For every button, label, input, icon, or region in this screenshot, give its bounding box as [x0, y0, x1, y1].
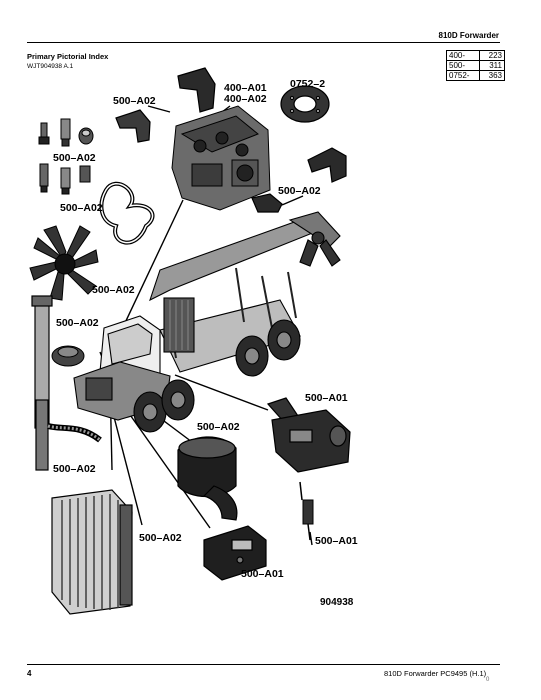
forwarder-machine [73, 211, 341, 433]
footer-rule [27, 664, 500, 665]
leader-line [147, 105, 171, 113]
callout-label: 500–A02 [139, 532, 182, 544]
leader-line [309, 531, 313, 546]
callout-label: 400–A01 [224, 82, 267, 94]
callout-label: 500–A02 [197, 421, 240, 433]
air-intake-elbow [177, 436, 238, 521]
callout-label: 500–A01 [315, 535, 358, 547]
footer-text: 810D Forwarder PC9495 (H.1) [384, 669, 487, 678]
wheel [267, 319, 301, 361]
footer-page-number: 4 [27, 669, 32, 678]
callout-label: 400–A02 [224, 93, 267, 105]
callout-label: 500–A01 [241, 568, 284, 580]
wheel [161, 379, 195, 421]
sensor-parts [38, 118, 94, 195]
callout-label: 500–A02 [113, 95, 156, 107]
callout-label: 500–A02 [56, 317, 99, 329]
callout-label: 500–A02 [53, 152, 96, 164]
wheel [235, 335, 269, 377]
callout-label: 500–A02 [278, 185, 321, 197]
drive-belt [99, 181, 155, 245]
section-code: WJT904938 A.1 [27, 63, 74, 70]
wheel [133, 391, 167, 433]
radiator [51, 489, 133, 615]
callout-label: 500–A01 [305, 392, 348, 404]
callout-label: 0752–2 [290, 78, 326, 90]
leader-line [115, 199, 184, 343]
document-header-title: 810D Forwarder [438, 31, 499, 40]
index-row: 0752- 363 [446, 70, 505, 81]
header-rule [27, 42, 500, 43]
engine-block [171, 105, 271, 211]
index-page: 363 [479, 70, 505, 81]
figure-number: 904938 [320, 597, 354, 608]
callout-label: 500–A02 [92, 284, 135, 296]
control-box [266, 397, 351, 473]
page-index-table: 400- 223 500- 311 0752- 363 [446, 50, 505, 81]
footer-revision: 0 [486, 677, 490, 683]
grapple [299, 231, 341, 267]
leader-line [174, 374, 269, 411]
leader-line [115, 394, 211, 529]
leader-line [281, 195, 304, 206]
callout-label: 500–A02 [53, 463, 96, 475]
bracket-part [307, 147, 347, 183]
probe-sensor [299, 481, 314, 541]
bracket-part [251, 193, 283, 213]
bracket-part [115, 109, 151, 143]
section-title: Primary Pictorial Index [27, 52, 109, 61]
air-filter-part [51, 345, 85, 367]
ring-part [280, 85, 330, 123]
electronic-module [203, 525, 267, 581]
callout-label: 500–A02 [60, 202, 103, 214]
bracket-part [177, 67, 216, 113]
exhaust-pipe [31, 295, 53, 471]
cooling-fan [29, 225, 99, 301]
